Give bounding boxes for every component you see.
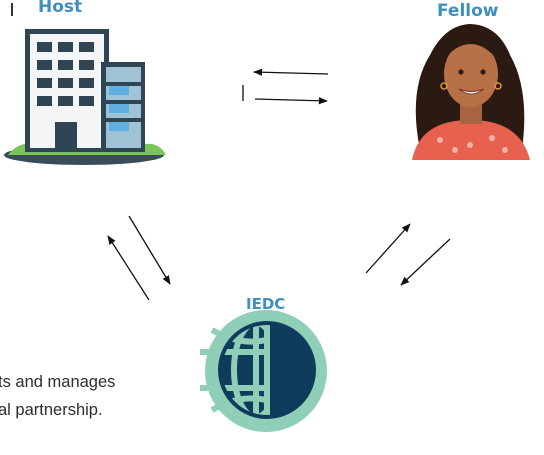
arrow-fellow-to-iedc: [400, 238, 451, 286]
description-line-1: ts and manages: [0, 373, 116, 391]
arrow-host-to-iedc: [128, 215, 171, 285]
description-line-2: al partnership.: [0, 401, 103, 419]
globe-logo-icon: [200, 310, 327, 432]
host-label: Host: [38, 0, 83, 17]
office-building-icon: [4, 29, 166, 165]
arrow-iedc-to-fellow: [365, 223, 411, 274]
arrow-iedc-to-host: [107, 235, 150, 301]
relationship-arrows: [107, 68, 451, 301]
cropped-edge-mark: [11, 3, 13, 16]
arrow-host-to-fellow: [254, 97, 328, 105]
iedc-label: IEDC: [246, 295, 286, 313]
woman-avatar-icon: [412, 24, 530, 160]
arrow-fellow-to-host: [253, 68, 329, 76]
description-text: ts and manages al partnership.: [0, 368, 168, 424]
fellow-label: Fellow: [437, 1, 499, 21]
